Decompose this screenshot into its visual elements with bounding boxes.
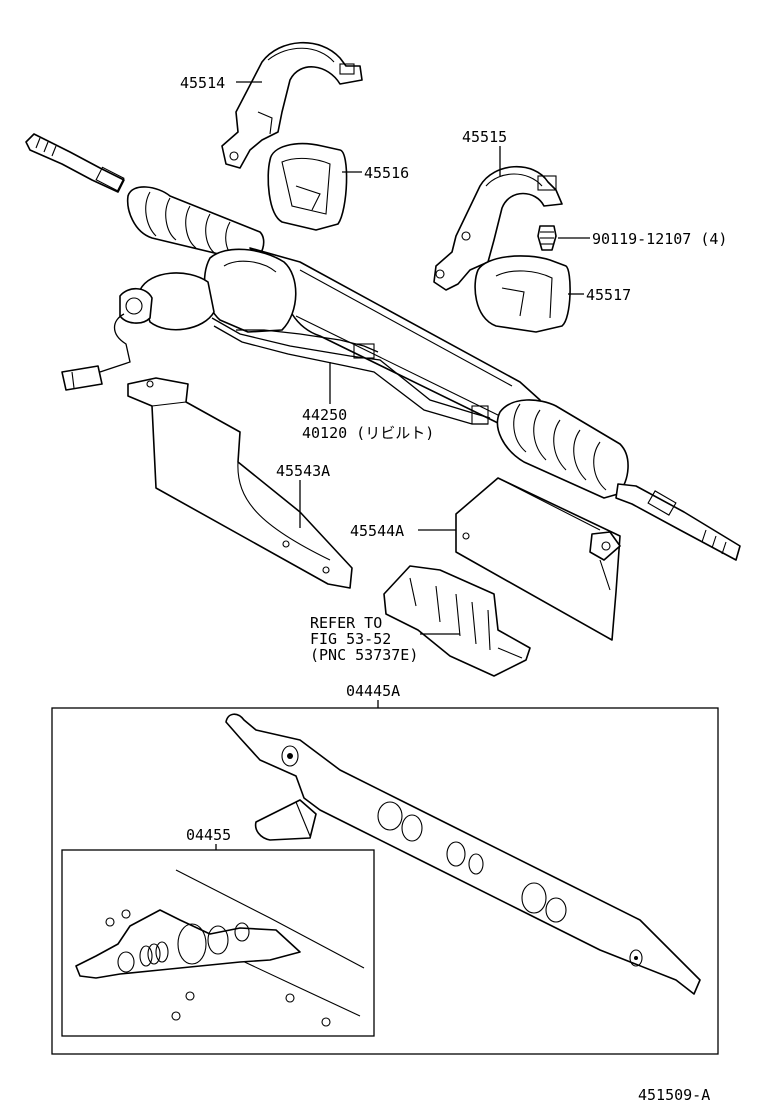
label-45517: 45517 [586,286,631,304]
label-refer-line3: (PNC 53737E) [310,646,418,664]
label-90119: 90119-12107 (4) [592,230,727,248]
label-45516: 45516 [364,164,409,182]
label-refer-line1: REFER TO [310,614,382,632]
label-45543A: 45543A [276,462,330,480]
shield-45544A [455,477,621,641]
bolt-90119 [537,225,557,251]
kit-box-04445A [51,707,719,1055]
bracket-45515 [433,165,563,291]
label-45515: 45515 [462,128,507,146]
figure-number: 451509-A [638,1086,710,1104]
label-04445A: 04445A [346,682,400,700]
kit-box-04455 [61,849,375,1037]
label-40120: 40120 (リビルト) [302,424,434,442]
label-44250: 44250 [302,406,347,424]
steering-rack-assembly [25,133,741,561]
cover-53737E [383,565,531,677]
label-refer-line2: FIG 53-52 [310,630,391,648]
label-45514: 45514 [180,74,225,92]
label-04455: 04455 [186,826,231,844]
bushing-45517 [474,255,571,333]
label-45544A: 45544A [350,522,404,540]
kit-04455-parts [75,869,365,1027]
kit-04445A-rack [225,713,701,995]
bushing-45516 [267,142,348,231]
shield-45543A [127,377,353,589]
bracket-45514 [221,41,363,169]
